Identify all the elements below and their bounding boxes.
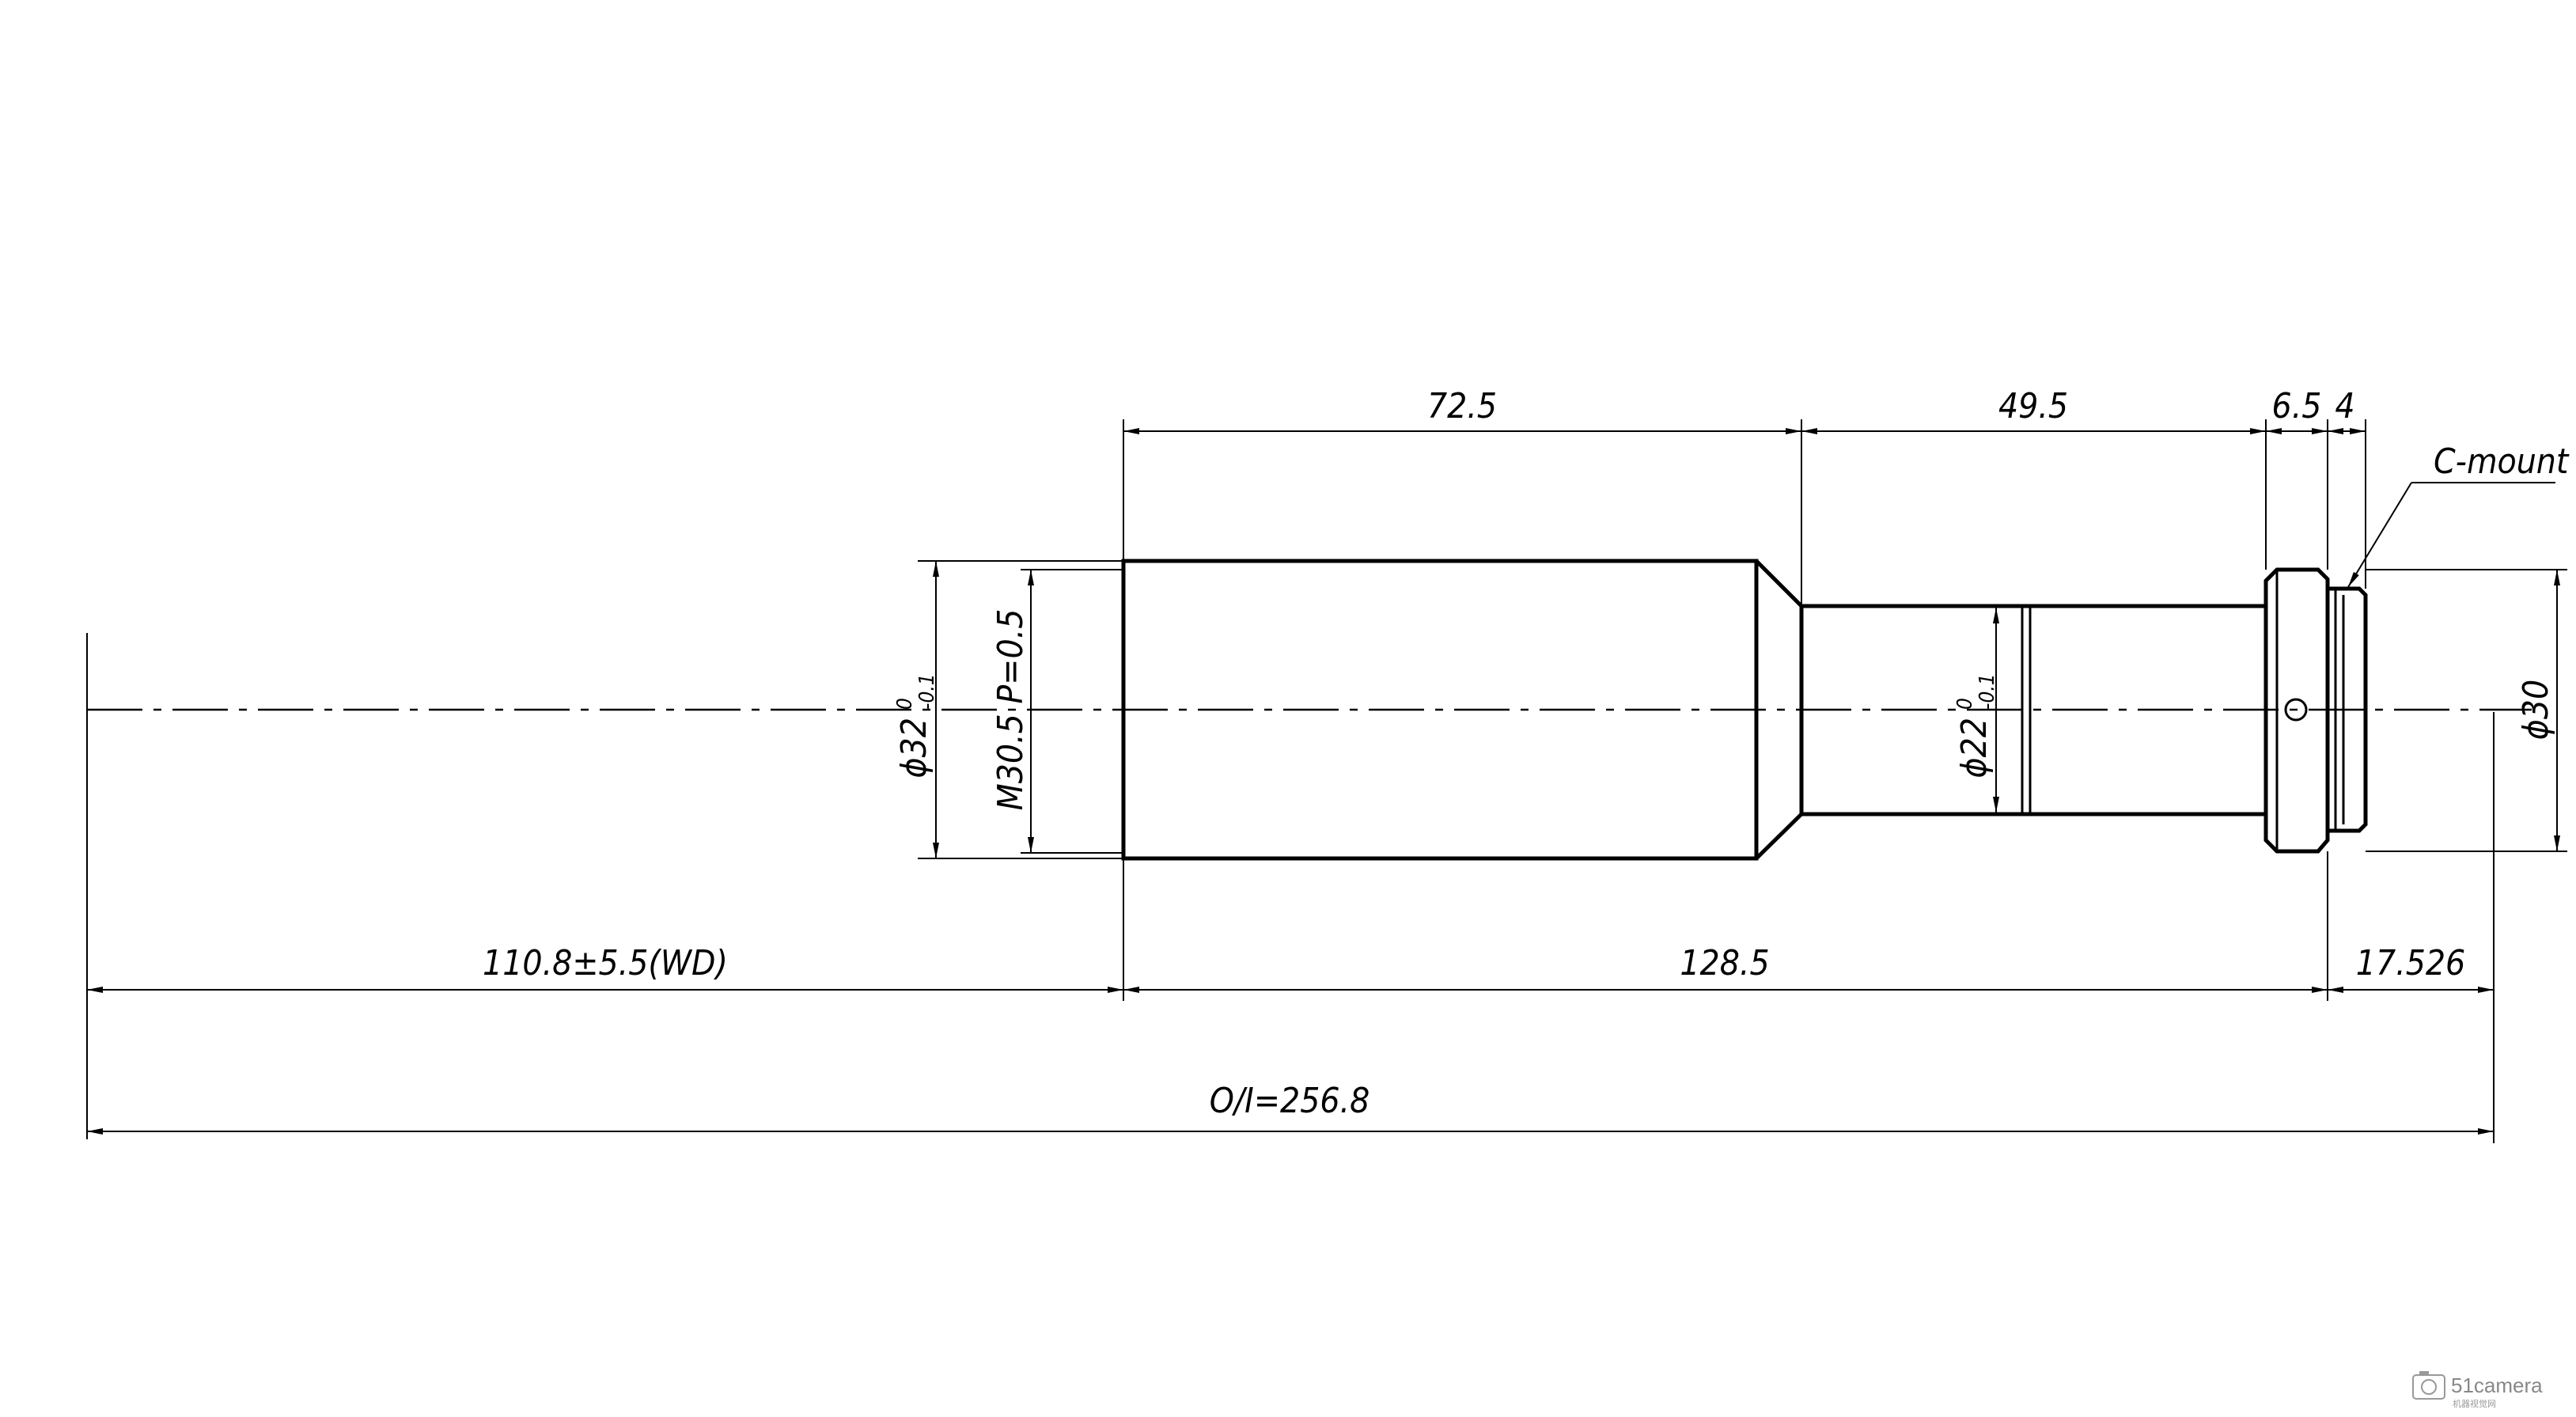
c-mount-label: C-mount: [2434, 441, 2570, 482]
camera-logo-icon: [2412, 1371, 2445, 1400]
svg-text:4: 4: [2335, 386, 2354, 426]
dim-front-diameter: ϕ32 0 -0.1: [893, 561, 939, 858]
dim-front-thread: M30.5 P=0.5: [991, 570, 1034, 853]
svg-text:O/I=256.8: O/I=256.8: [1210, 1081, 1370, 1121]
svg-text:0: 0: [1953, 698, 1977, 710]
svg-text:0: 0: [893, 698, 917, 710]
flange-screw-icon: [2284, 698, 2308, 722]
dim-body-length: 72.5: [1123, 386, 1801, 434]
dim-flange-width: 6.5: [2266, 386, 2328, 434]
svg-text:49.5: 49.5: [1998, 386, 2068, 426]
dim-lens-length: 128.5: [1123, 943, 2328, 993]
svg-text:72.5: 72.5: [1427, 386, 1497, 426]
svg-text:ϕ30: ϕ30: [2516, 680, 2556, 740]
front-cylinder: [1121, 559, 1759, 861]
svg-text:128.5: 128.5: [1680, 943, 1769, 983]
c-mount-thread: [2328, 586, 2368, 833]
svg-text:6.5: 6.5: [2272, 386, 2322, 426]
flange: [2263, 567, 2330, 854]
dim-barrel-diameter: ϕ22 0 -0.1: [1953, 608, 1999, 813]
dim-flange-back: 17.526: [2328, 943, 2494, 993]
watermark: 51camera 机器视觉网: [2412, 1371, 2543, 1409]
watermark-subtext: 机器视觉网: [2453, 1398, 2496, 1409]
dim-mount-width: 4: [2328, 386, 2366, 434]
svg-text:-0.1: -0.1: [1976, 673, 1999, 710]
dim-barrel-length: 49.5: [1801, 386, 2266, 434]
svg-text:-0.1: -0.1: [915, 673, 939, 710]
svg-text:110.8±5.5(WD): 110.8±5.5(WD): [483, 943, 728, 983]
dim-working-distance: 110.8±5.5(WD): [87, 943, 1123, 993]
dim-mount-diameter: ϕ30: [2516, 570, 2560, 851]
extension-lines: [918, 419, 2567, 1143]
svg-text:ϕ22: ϕ22: [1954, 718, 1995, 778]
svg-text:ϕ32: ϕ32: [894, 718, 934, 778]
c-mount-callout: C-mount: [2347, 441, 2570, 588]
lens-body: [1121, 559, 2368, 861]
dim-object-to-image: O/I=256.8: [87, 1081, 2494, 1135]
svg-text:17.526: 17.526: [2356, 943, 2465, 983]
watermark-text: 51camera: [2451, 1373, 2543, 1397]
svg-text:M30.5 P=0.5: M30.5 P=0.5: [991, 609, 1031, 811]
